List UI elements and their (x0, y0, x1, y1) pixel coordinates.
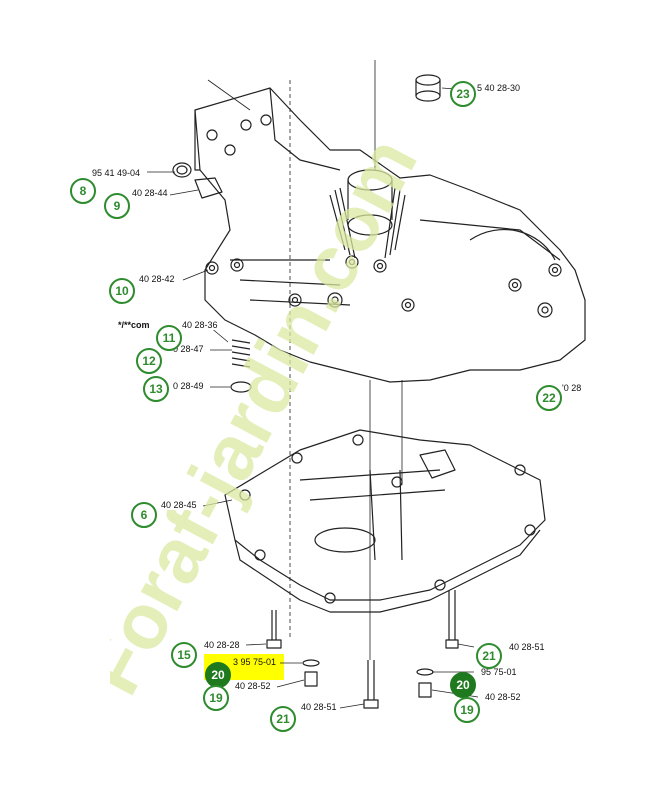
callout-19: 19 (454, 697, 480, 723)
callout-15: 15 (171, 642, 197, 668)
callout-10: 10 (109, 278, 135, 304)
part-number-label: '0 28 (561, 383, 583, 393)
part-number-label: 40 28-51 (508, 642, 546, 652)
part-number-label: 0 28-49 (172, 381, 205, 391)
callout-6: 6 (131, 502, 157, 528)
callout-20: 20 (205, 662, 231, 688)
part-number-label: */**com (117, 320, 151, 330)
part-number-label: 40 28-44 (131, 188, 169, 198)
lower-housing (224, 429, 546, 601)
callout-9: 9 (104, 193, 130, 219)
callout-23: 23 (450, 81, 476, 107)
upper-housing (194, 87, 586, 383)
callout-12: 12 (136, 348, 162, 374)
callout-13: 13 (143, 376, 169, 402)
callout-11: 11 (156, 325, 182, 351)
callout-19: 19 (203, 685, 229, 711)
part-number-label: 40 28-52 (234, 681, 272, 691)
callout-21: 21 (270, 706, 296, 732)
part-number-label: 40 28-45 (160, 500, 198, 510)
part-number-label: 40 28-51 (300, 702, 338, 712)
callout-20: 20 (450, 672, 476, 698)
callout-8: 8 (70, 178, 96, 204)
part-number-label: 40 28-36 (181, 320, 219, 330)
part-number-label: 95 41 49-04 (91, 168, 142, 178)
part-number-label: 5 40 28-30 (476, 83, 522, 93)
part-number-label: 40 28-42 (138, 274, 176, 284)
callout-22: 22 (536, 385, 562, 411)
part-number-label: 0 28-47 (172, 344, 205, 354)
callout-21: 21 (476, 643, 502, 669)
part-number-label: 3 95 75-01 (233, 657, 277, 667)
part-number-label: 40 28-28 (203, 640, 241, 650)
part-number-label: 40 28-52 (484, 692, 522, 702)
part-number-label: 95 75-01 (480, 667, 518, 677)
